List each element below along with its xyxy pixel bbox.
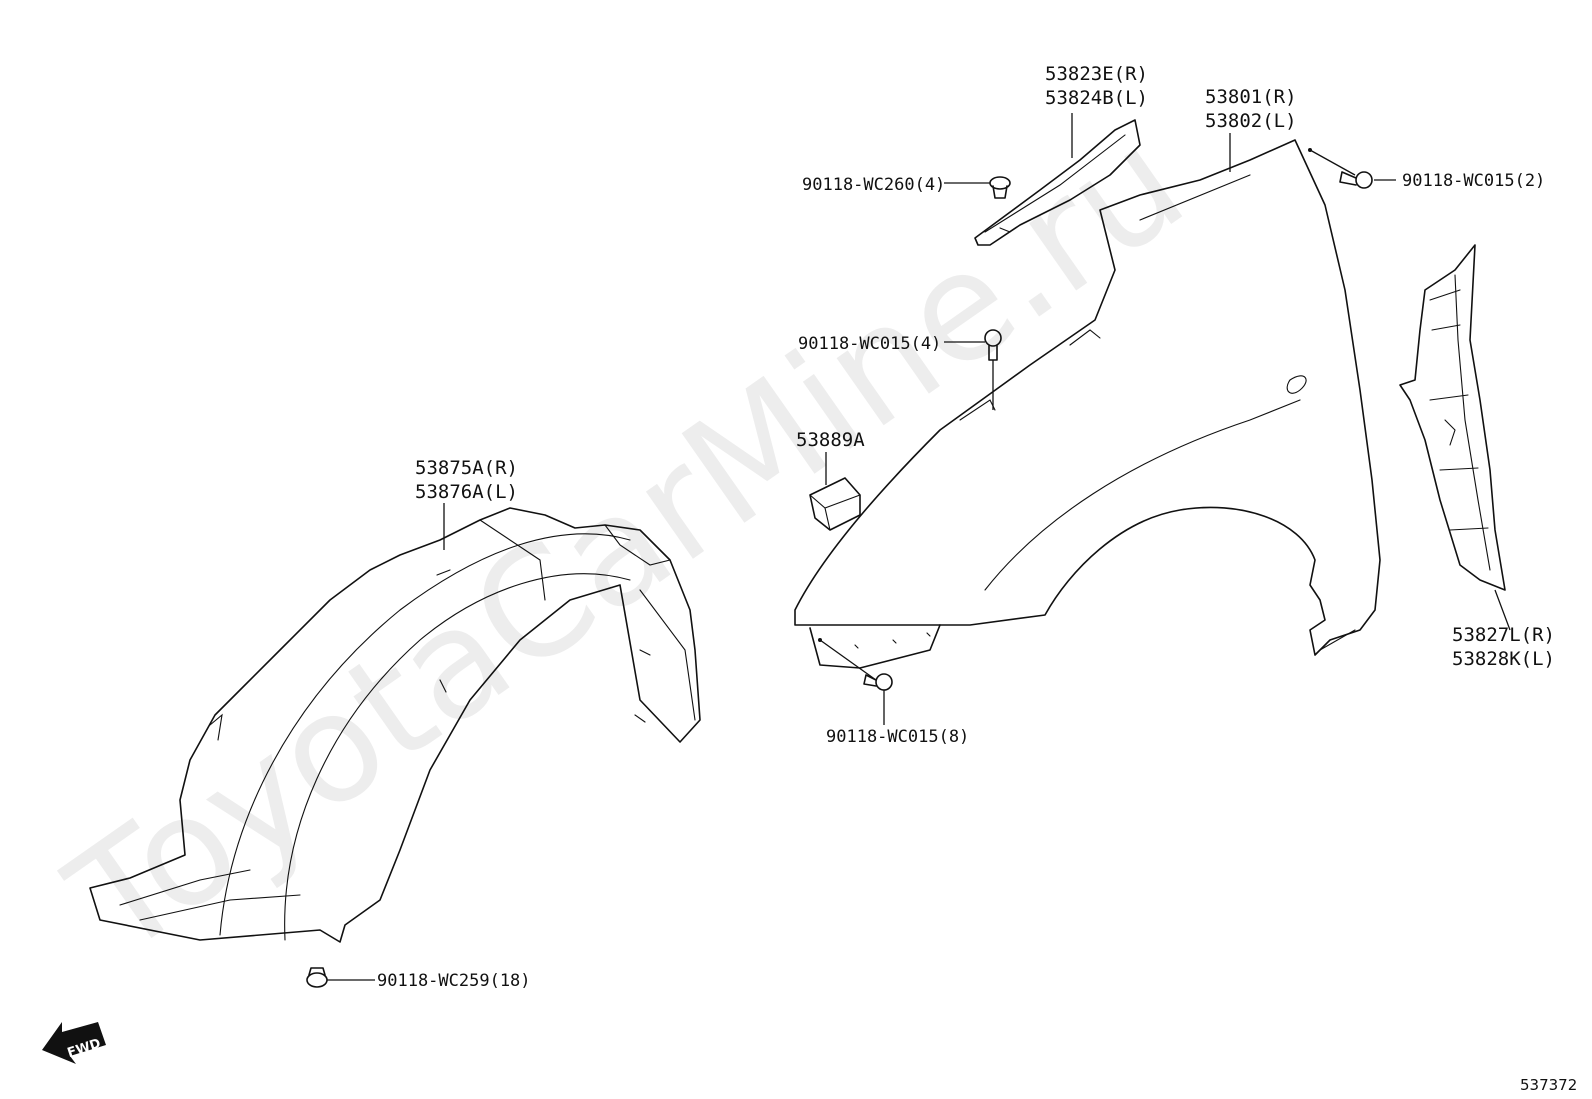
- label-cushion: 53889A: [796, 429, 865, 451]
- label-fender-r: 53801(R): [1205, 86, 1297, 108]
- label-seal-l: 53828K(L): [1452, 648, 1555, 670]
- label-moulding-r: 53823E(R): [1045, 63, 1148, 85]
- fwd-arrow-icon: FWD: [42, 1022, 106, 1064]
- label-clip-wc259: 90118-WC259(18): [377, 971, 531, 991]
- leader-lines: [327, 113, 1511, 981]
- cushion-part[interactable]: [809, 477, 861, 531]
- fender-moulding[interactable]: [974, 119, 1141, 246]
- watermark: ToyotaCarMine.ru: [40, 95, 1214, 990]
- label-liner-l: 53876A(L): [415, 481, 518, 503]
- label-seal-r: 53827L(R): [1452, 624, 1555, 646]
- label-fender-l: 53802(L): [1205, 110, 1297, 132]
- label-bolt-wc015-2: 90118-WC015(2): [1402, 171, 1545, 191]
- label-bolt-wc015-8: 90118-WC015(8): [826, 727, 969, 747]
- fender-liner[interactable]: [89, 507, 701, 943]
- front-fender[interactable]: [794, 139, 1381, 669]
- label-moulding-l: 53824B(L): [1045, 87, 1148, 109]
- fender-seal[interactable]: [1399, 244, 1506, 591]
- bolt-icon[interactable]: [1339, 171, 1373, 189]
- diagram-id: 537372: [1520, 1076, 1577, 1094]
- label-liner-r: 53875A(R): [415, 457, 518, 479]
- bolt-icon[interactable]: [863, 673, 893, 691]
- clip-icon[interactable]: [306, 967, 328, 988]
- label-bolt-wc015-4: 90118-WC015(4): [798, 334, 941, 354]
- label-clip-wc260: 90118-WC260(4): [802, 175, 945, 195]
